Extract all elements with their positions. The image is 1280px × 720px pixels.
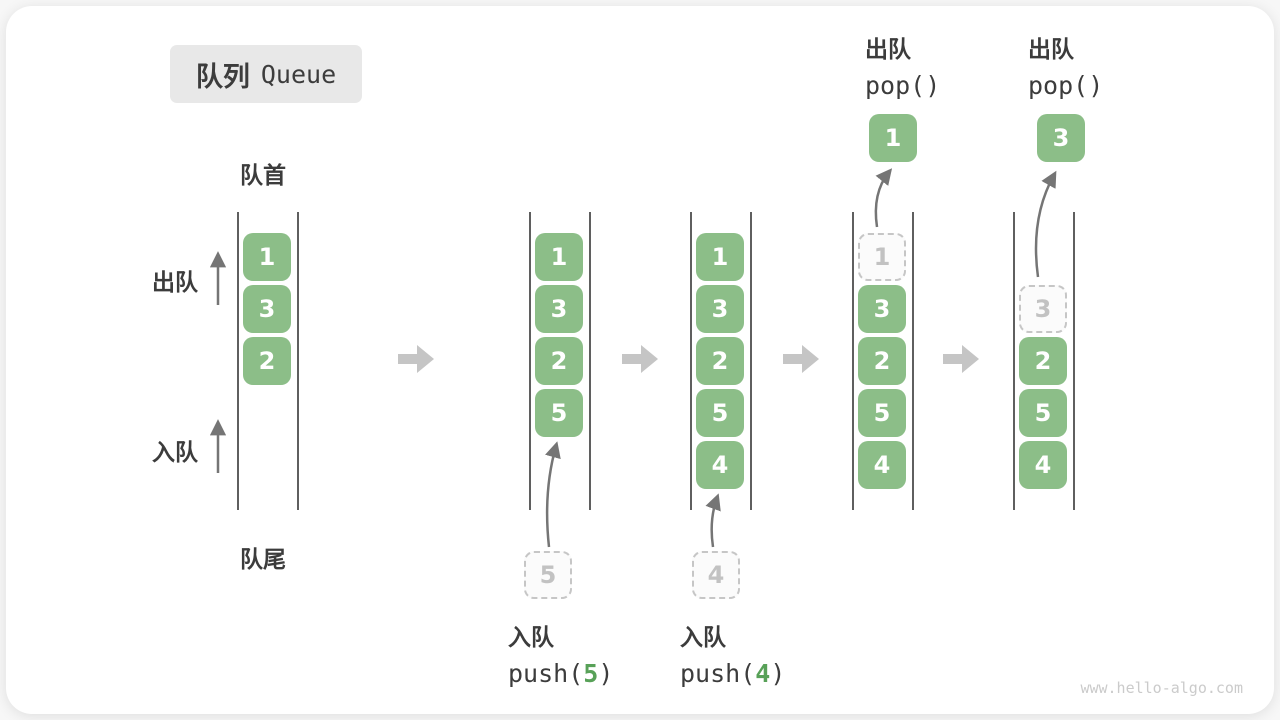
- state-transition-arrow-1: [398, 345, 434, 373]
- state-3-box-3: 5: [696, 389, 744, 437]
- enqueue-5-code-arg: 5: [583, 659, 599, 688]
- state-1-box-0: 1: [243, 233, 291, 281]
- state-4-box-4: 4: [858, 441, 906, 489]
- state-5-box-0-dashed: 3: [1019, 285, 1067, 333]
- state-4-box-3: 5: [858, 389, 906, 437]
- title-chinese: 队列: [195, 61, 250, 93]
- state-3-box-0: 1: [696, 233, 744, 281]
- state-3-box-4: 4: [696, 441, 744, 489]
- state-5-box-2: 5: [1019, 389, 1067, 437]
- state-2-box-0: 1: [535, 233, 583, 281]
- state-5-left-wall: [1013, 212, 1015, 510]
- state-1-box-2: 2: [243, 337, 291, 385]
- state-2-box-2: 2: [535, 337, 583, 385]
- state-4-right-wall: [912, 212, 914, 510]
- state-4-box-1: 3: [858, 285, 906, 333]
- state-1-box-1: 3: [243, 285, 291, 333]
- state-transition-arrow-4: [943, 345, 979, 373]
- enqueue-direction-label: 入队: [152, 440, 198, 466]
- state-2-right-wall: [589, 212, 591, 510]
- dequeue-3-label: 出队: [1028, 37, 1074, 63]
- popped-value-box-1: 1: [869, 114, 917, 162]
- enqueue-5-code: push(5): [508, 659, 613, 688]
- state-1-right-wall: [297, 212, 299, 510]
- watermark: www.hello-algo.com: [1080, 679, 1243, 697]
- state-5-box-3: 4: [1019, 441, 1067, 489]
- state-transition-arrow-3: [783, 345, 819, 373]
- enqueue-4-operation: 入队 push(4): [680, 618, 785, 688]
- dequeue-1-operation: 出队 pop(): [865, 30, 940, 100]
- state-2-box-3: 5: [535, 389, 583, 437]
- enqueue-4-code: push(4): [680, 659, 785, 688]
- popped-value-box-3: 3: [1037, 114, 1085, 162]
- enqueue-5-label: 入队: [508, 625, 554, 651]
- queue-rear-label: 队尾: [240, 547, 286, 573]
- state-1-left-wall: [237, 212, 239, 510]
- state-4-left-wall: [852, 212, 854, 510]
- dequeue-3-operation: 出队 pop(): [1028, 30, 1103, 100]
- state-transition-arrow-2: [622, 345, 658, 373]
- enqueue-5-operation: 入队 push(5): [508, 618, 613, 688]
- queue-front-label: 队首: [240, 163, 286, 189]
- enqueue-5-code-close: ): [598, 659, 614, 688]
- enqueue-5-code-open: push(: [508, 659, 584, 688]
- enqueue-4-code-close: ): [770, 659, 786, 688]
- state-4-box-0-dashed: 1: [858, 233, 906, 281]
- state-2-box-1: 3: [535, 285, 583, 333]
- enqueue-4-code-arg: 4: [755, 659, 771, 688]
- state-5-right-wall: [1073, 212, 1075, 510]
- dequeue-direction-label: 出队: [152, 270, 198, 296]
- state-3-left-wall: [690, 212, 692, 510]
- dequeue-3-code: pop(): [1028, 71, 1104, 100]
- pending-enqueue-box-5: 5: [524, 551, 572, 599]
- dequeue-1-label: 出队: [865, 37, 911, 63]
- state-5-box-1: 2: [1019, 337, 1067, 385]
- title-box: 队列 Queue: [170, 45, 362, 103]
- state-3-box-1: 3: [696, 285, 744, 333]
- state-3-right-wall: [750, 212, 752, 510]
- enqueue-4-code-open: push(: [680, 659, 756, 688]
- state-3-box-2: 2: [696, 337, 744, 385]
- title-english: Queue: [260, 59, 337, 89]
- state-4-box-2: 2: [858, 337, 906, 385]
- pending-enqueue-box-4: 4: [692, 551, 740, 599]
- state-2-left-wall: [529, 212, 531, 510]
- dequeue-1-code: pop(): [865, 71, 941, 100]
- enqueue-4-label: 入队: [680, 625, 726, 651]
